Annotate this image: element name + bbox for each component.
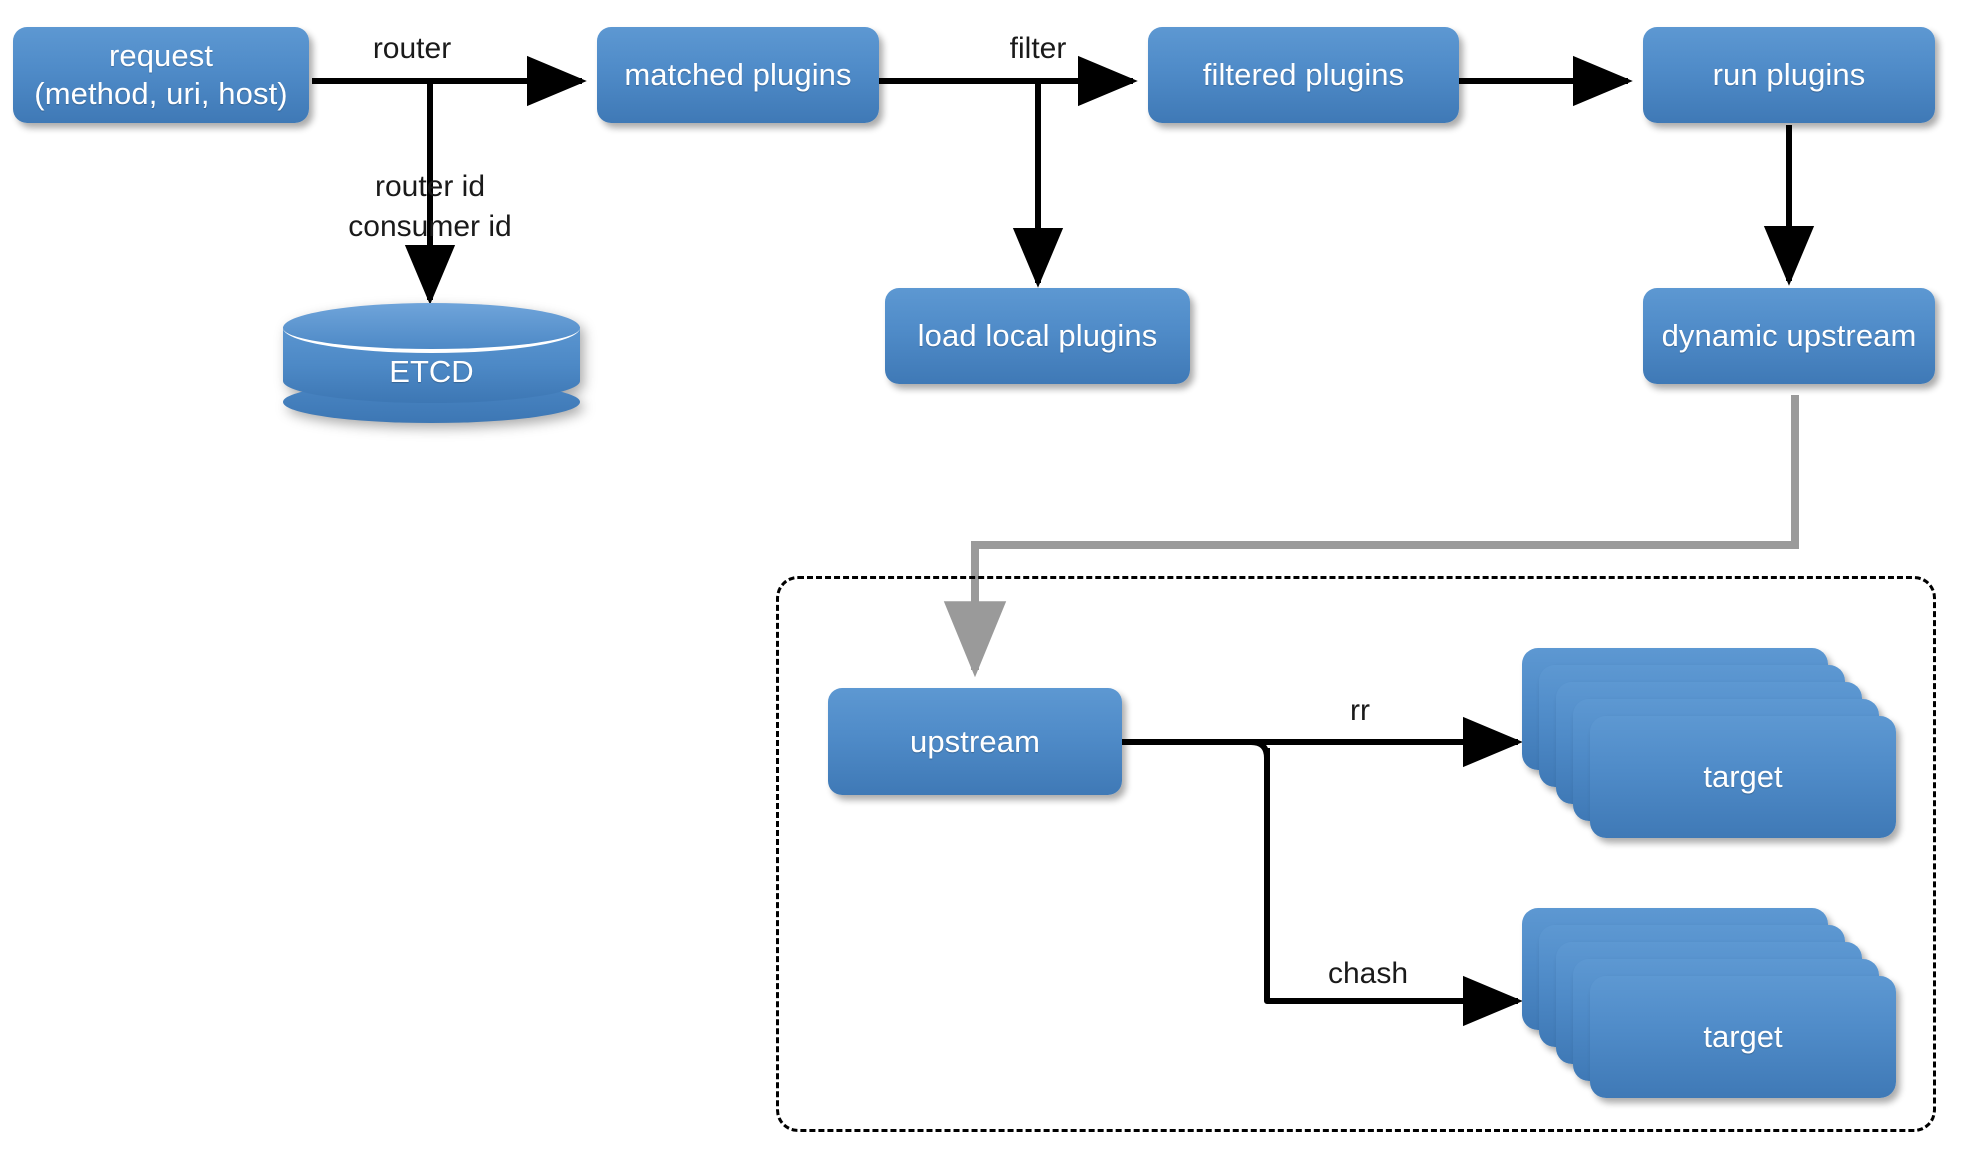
node-dynamic-upstream-label: dynamic upstream [1661, 318, 1917, 354]
node-run-plugins[interactable]: run plugins [1643, 27, 1935, 123]
edge-label-router: router [372, 32, 452, 65]
upstream-container [776, 576, 1936, 1132]
node-target-rr[interactable]: target [1522, 648, 1922, 848]
target-chash-card-1: target [1590, 976, 1896, 1098]
node-upstream[interactable]: upstream [828, 688, 1122, 795]
node-etcd-label: ETCD [389, 354, 474, 389]
edge-label-router-id: router id [374, 170, 486, 203]
node-load-local-plugins-label: load local plugins [917, 318, 1158, 354]
edge-label-chash: chash [1327, 957, 1409, 990]
node-target-chash-label: target [1703, 1019, 1783, 1054]
node-upstream-label: upstream [909, 723, 1041, 759]
edge-label-rr: rr [1350, 694, 1370, 727]
node-filtered-plugins[interactable]: filtered plugins [1148, 27, 1459, 123]
node-load-local-plugins[interactable]: load local plugins [885, 288, 1190, 384]
node-target-rr-label: target [1703, 759, 1783, 794]
node-etcd[interactable]: ETCD [283, 303, 580, 423]
node-matched-plugins[interactable]: matched plugins [597, 27, 879, 123]
edge-label-consumer-id: consumer id [348, 210, 512, 243]
node-request[interactable]: request (method, uri, host) [13, 27, 309, 123]
edge-label-filter: filter [1009, 32, 1067, 65]
node-dynamic-upstream[interactable]: dynamic upstream [1643, 288, 1935, 384]
node-filtered-plugins-label: filtered plugins [1202, 57, 1405, 93]
node-target-chash[interactable]: target [1522, 908, 1922, 1108]
target-rr-card-1: target [1590, 716, 1896, 838]
node-run-plugins-label: run plugins [1712, 57, 1866, 93]
node-matched-plugins-label: matched plugins [624, 57, 852, 93]
node-request-label: request (method, uri, host) [34, 38, 288, 111]
etcd-cylinder-top [283, 303, 580, 353]
